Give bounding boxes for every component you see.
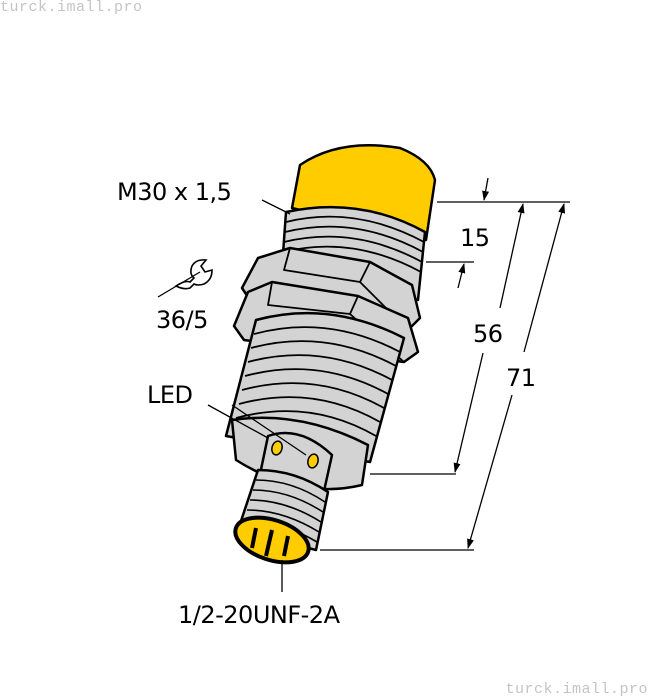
wrench-size-label: 36/5 bbox=[156, 306, 208, 334]
dimension-56: 56 bbox=[473, 320, 503, 348]
wrench-icon bbox=[174, 259, 213, 290]
dimension-lines bbox=[320, 177, 570, 551]
thread-label: M30 x 1,5 bbox=[117, 178, 232, 206]
dimension-15: 15 bbox=[460, 224, 490, 252]
dimension-71: 71 bbox=[506, 364, 536, 392]
connector-thread-label: 1/2-20UNF-2A bbox=[178, 601, 340, 629]
led-right bbox=[307, 453, 319, 469]
connector-face bbox=[233, 515, 311, 565]
led-label: LED bbox=[147, 381, 193, 409]
watermark-top: turck.imall.pro bbox=[0, 0, 143, 16]
watermark-bottom: turck.imall.pro bbox=[505, 681, 648, 698]
sensor-body bbox=[224, 144, 437, 565]
led-left bbox=[271, 440, 283, 456]
